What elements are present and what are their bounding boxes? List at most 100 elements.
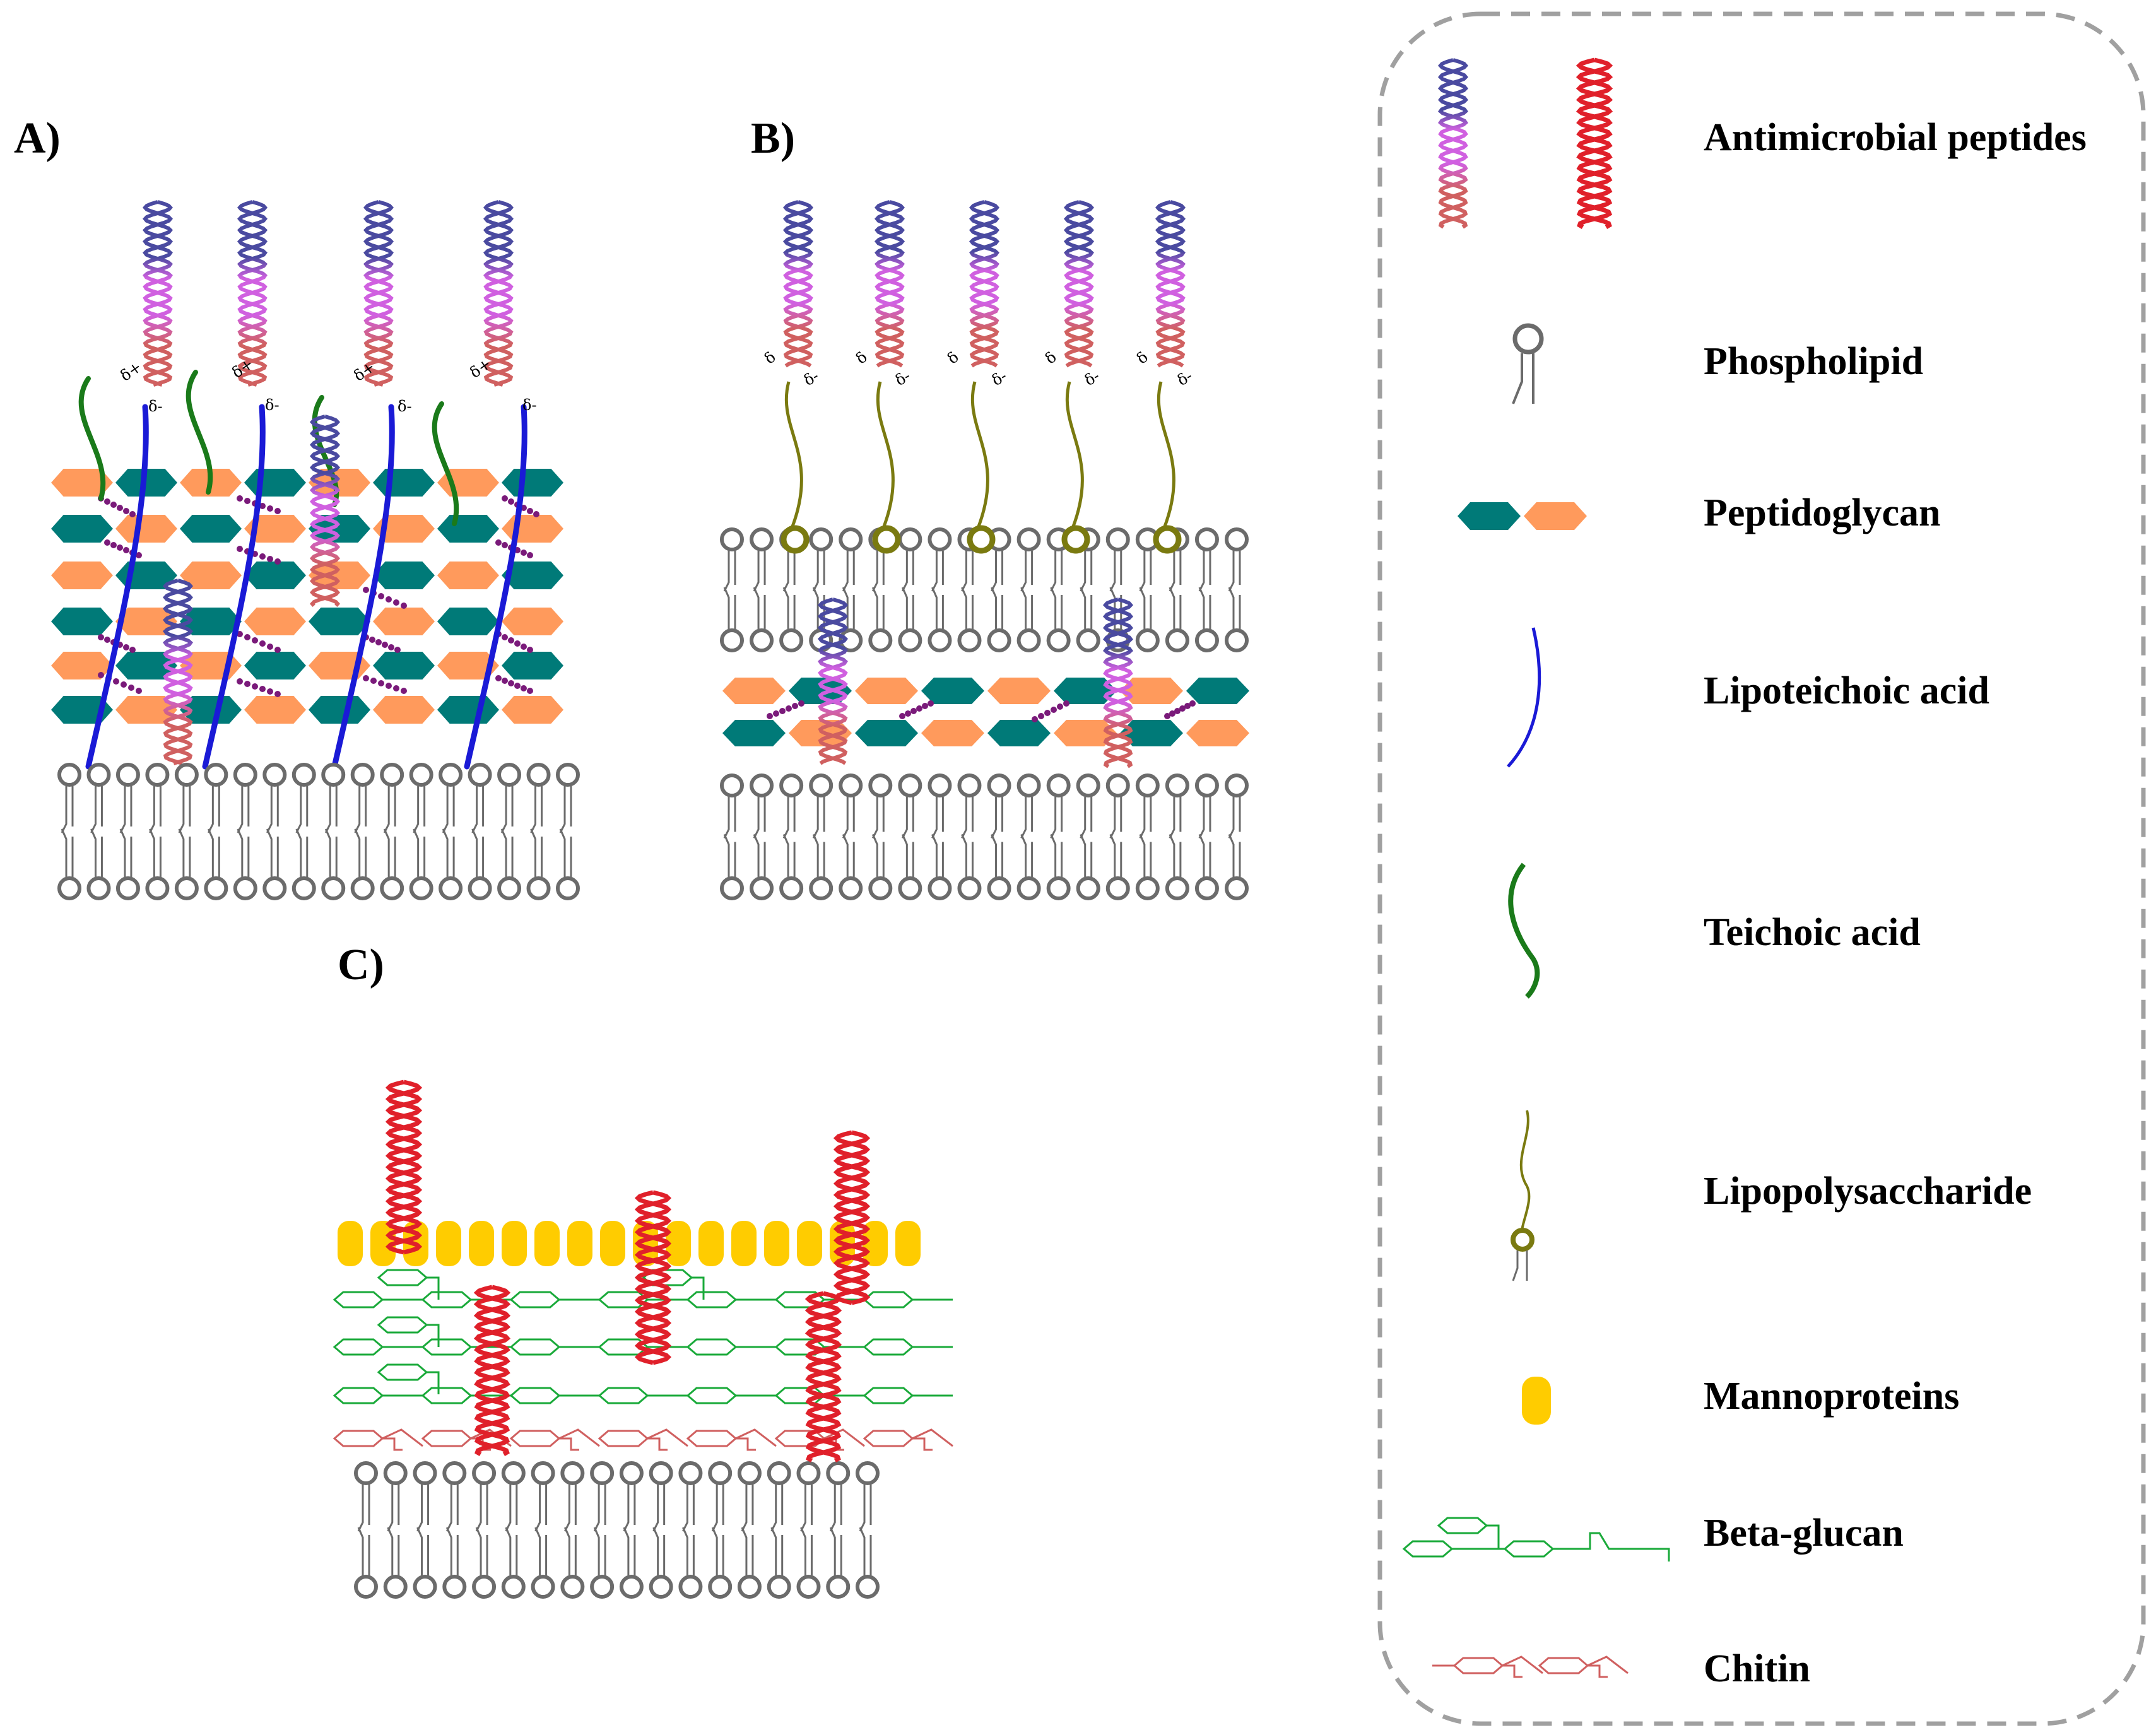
phospholipid-head <box>750 628 774 652</box>
lipopolysaccharide-icon <box>1511 1110 1535 1281</box>
mannoprotein <box>895 1221 921 1266</box>
peptidoglycan-teal-unit <box>115 469 177 497</box>
phospholipid-head <box>720 876 744 900</box>
mannoprotein <box>436 1221 461 1266</box>
phospholipid-head <box>1046 773 1071 797</box>
panel-label-a: A) <box>14 114 61 163</box>
phospholipid-head <box>750 773 774 797</box>
phospholipid-head <box>590 1575 615 1599</box>
peptide-crosslink <box>363 675 407 694</box>
amp-helix <box>833 1130 871 1305</box>
phospholipid-head <box>1076 876 1100 900</box>
peptidoglycan-teal-unit <box>789 678 852 704</box>
phospholipid-head <box>767 1461 791 1485</box>
peptide-crosslink <box>899 700 934 719</box>
phospholipid-head <box>1225 876 1249 900</box>
phospholipid-head <box>354 1575 378 1599</box>
charge-label: δ <box>761 348 779 368</box>
lipoteichoic-acid <box>202 404 266 770</box>
phospholipid-head <box>750 527 774 551</box>
peptidoglycan-teal-unit <box>244 562 306 589</box>
peptidoglycan-orange-unit <box>437 652 499 679</box>
peptidoglycan-teal-unit <box>437 515 499 543</box>
phospholipid-head <box>826 1461 851 1485</box>
mannoprotein <box>567 1221 592 1266</box>
phospholipid-head <box>468 763 492 787</box>
peptidoglycan-row <box>51 515 563 543</box>
amp-helix <box>817 597 849 765</box>
peptidoglycan-teal-unit <box>244 469 306 497</box>
phospholipid-head <box>468 876 492 900</box>
peptidoglycan-row <box>722 720 1249 746</box>
peptidoglycan-teal-unit <box>115 652 177 679</box>
legend-label-phospholipid: Phospholipid <box>1704 340 1923 383</box>
phospholipid-head <box>292 876 316 900</box>
phospholipid-head <box>1135 773 1160 797</box>
phospholipid-head <box>1135 876 1160 900</box>
peptide-crosslink <box>495 631 533 653</box>
phospholipid-icon <box>1512 323 1544 404</box>
phospholipid-head <box>619 1461 644 1485</box>
phospholipid-head <box>809 876 834 900</box>
lps-anchor <box>872 525 901 554</box>
phospholipid-head <box>354 1461 378 1485</box>
legend-label-peptidoglycan: Peptidoglycan <box>1704 491 1940 534</box>
chitin-chain <box>333 1428 953 1451</box>
peptidoglycan-orange-unit <box>244 515 306 543</box>
phospholipid-head <box>204 876 228 900</box>
phospholipid-head <box>233 763 257 787</box>
phospholipid-head <box>928 628 952 652</box>
peptidoglycan-teal-unit <box>51 608 113 635</box>
amp-helix <box>142 200 174 387</box>
peptidoglycan-teal-unit <box>244 652 306 679</box>
lipopolysaccharide <box>970 381 989 529</box>
phospholipid-bilayer <box>720 773 1249 900</box>
amp-helix <box>1063 200 1095 368</box>
lps-anchor <box>1153 525 1182 554</box>
charge-label: δ- <box>522 396 537 414</box>
phospholipid-head <box>1165 628 1189 652</box>
mannoprotein <box>534 1221 560 1266</box>
phospholipid-head <box>987 628 1011 652</box>
peptidoglycan-orange-unit <box>1120 678 1183 704</box>
peptide-crosslink <box>237 678 281 697</box>
mannoprotein-icon <box>1522 1377 1551 1425</box>
peptidoglycan-orange-unit <box>309 562 370 589</box>
phospholipid-head <box>957 628 982 652</box>
lipopolysaccharide <box>876 381 895 529</box>
amp-helix <box>309 415 341 608</box>
peptidoglycan-teal-unit <box>309 515 370 543</box>
peptidoglycan-row <box>51 562 563 589</box>
lipoteichoic-acid <box>464 404 527 770</box>
amp-helix <box>782 200 814 368</box>
amp-helix <box>969 200 1000 368</box>
phospholipid-head <box>174 763 199 787</box>
mannoprotein <box>600 1221 625 1266</box>
phospholipid-head <box>796 1461 821 1485</box>
charge-label: δ- <box>801 367 822 390</box>
phospholipid-head <box>1165 876 1189 900</box>
legend: Antimicrobial peptides Phospholipid Pept… <box>1377 11 2146 1726</box>
phospholipid-head <box>380 763 404 787</box>
panel-label-b: B) <box>751 114 795 163</box>
phospholipid-head <box>1194 628 1219 652</box>
phospholipid-head <box>145 876 170 900</box>
phospholipid-head <box>57 876 81 900</box>
peptidoglycan-orange-unit <box>502 696 563 724</box>
beta-glucan-chain <box>333 1387 953 1404</box>
amp-helix <box>804 1291 842 1463</box>
charge-label: δ+ <box>117 358 144 385</box>
phospholipid-head <box>737 1461 762 1485</box>
phospholipid-head <box>898 527 922 551</box>
phospholipid-head <box>1016 628 1041 652</box>
phospholipid-head <box>868 628 893 652</box>
peptidoglycan-orange-unit <box>921 720 984 746</box>
phospholipid-head <box>957 773 982 797</box>
teichoic-acid <box>186 370 213 495</box>
peptidoglycan-row <box>51 652 563 679</box>
peptidoglycan-orange-unit <box>51 652 113 679</box>
peptidoglycan-orange-unit <box>373 696 435 724</box>
peptidoglycan-icon <box>1458 502 1587 530</box>
phospholipid-head <box>987 876 1011 900</box>
peptidoglycan-orange-unit <box>115 515 177 543</box>
